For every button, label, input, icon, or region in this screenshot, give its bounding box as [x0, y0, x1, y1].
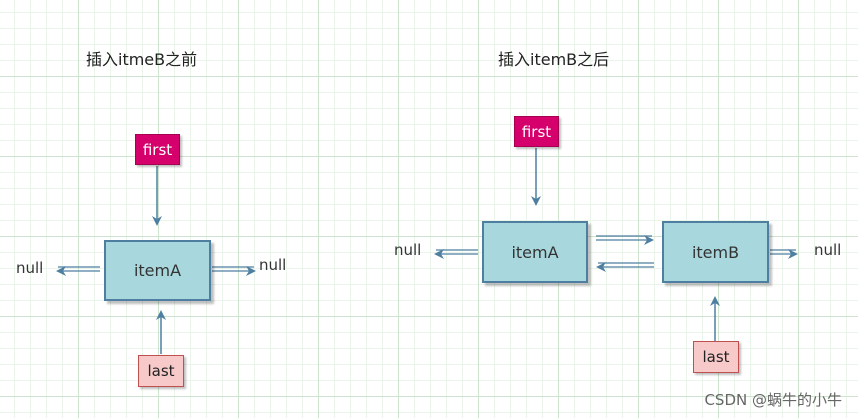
first-pointer-box-right[interactable]: first: [514, 116, 559, 147]
itemb-to-itema-prev-arrow: [596, 262, 654, 272]
null-right-label: null: [259, 256, 287, 274]
last-pointer-box[interactable]: last: [138, 355, 184, 387]
csdn-watermark: CSDN @蜗牛的小牛: [704, 391, 842, 409]
itema-to-null-left-arrow: [56, 266, 100, 276]
null-right-label-right: null: [814, 241, 842, 259]
itema-node[interactable]: itemA: [104, 240, 211, 301]
first-pointer-box[interactable]: first: [135, 134, 180, 165]
null-left-label-right: null: [394, 241, 422, 259]
itemb-to-null-right-arrow: [770, 249, 798, 259]
itema-node-right[interactable]: itemA: [482, 221, 588, 283]
itema-to-null-left-arrow-right: [434, 249, 478, 259]
itema-to-null-right-arrow: [212, 266, 256, 276]
last-pointer-box-right[interactable]: last: [693, 341, 739, 373]
before-insert-title: 插入itmeB之前: [86, 50, 198, 69]
itemb-node[interactable]: itemB: [662, 221, 769, 283]
null-left-label: null: [16, 259, 44, 277]
after-insert-title: 插入itemB之后: [498, 50, 610, 69]
itema-to-itemb-next-arrow: [596, 235, 654, 245]
